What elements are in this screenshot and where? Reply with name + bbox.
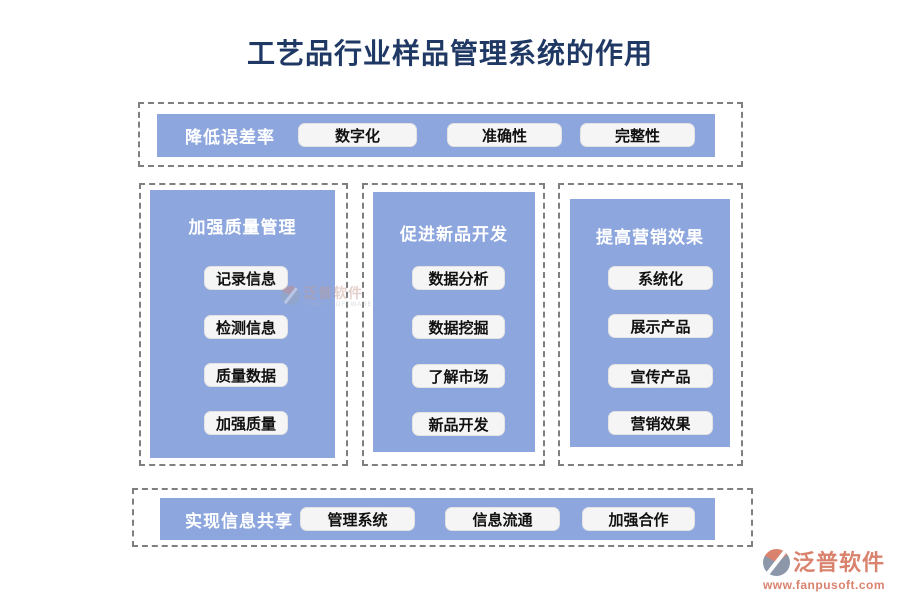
bottom-band: 实现信息共享 管理系统 信息流通 加强合作 (160, 498, 715, 540)
top-band-item: 准确性 (447, 123, 562, 147)
bottom-band-item: 加强合作 (582, 507, 695, 531)
panel-item: 检测信息 (204, 315, 288, 339)
bottom-band-label: 实现信息共享 (185, 511, 293, 531)
fanpu-logo-url: www.fanpusoft.com (762, 578, 886, 592)
fanpu-logo-name: 泛普软件 (792, 549, 885, 575)
panel-item: 系统化 (608, 266, 713, 290)
panel-item: 了解市场 (412, 364, 505, 388)
bottom-band-item: 管理系统 (300, 507, 415, 531)
fanpu-logo: 泛普软件 www.fanpusoft.com (753, 549, 895, 592)
panel-item: 新品开发 (412, 412, 505, 436)
panel-title: 提高营销效果 (596, 228, 704, 247)
panel-title: 加强质量管理 (188, 218, 297, 237)
panel-item: 加强质量 (204, 411, 288, 435)
column-quality-dashed-box (139, 183, 348, 466)
top-band-item: 完整性 (580, 123, 695, 147)
page-title: 工艺品行业样品管理系统的作用 (246, 38, 653, 69)
column-development-dashed-box (362, 183, 545, 466)
panel-item: 展示产品 (608, 314, 713, 338)
top-band-label: 降低误差率 (185, 128, 275, 147)
panel-item: 宣传产品 (608, 364, 713, 388)
panel-marketing: 提高营销效果 系统化 展示产品 宣传产品 营销效果 (570, 199, 730, 447)
top-dashed-box (138, 102, 743, 167)
panel-title: 促进新品开发 (400, 225, 508, 244)
top-band: 降低误差率 数字化 准确性 完整性 (157, 114, 715, 157)
column-marketing-dashed-box (558, 183, 743, 466)
panel-item: 质量数据 (204, 363, 288, 387)
panel-item: 数据分析 (412, 266, 505, 290)
bottom-dashed-box (132, 488, 753, 547)
panel-item: 数据挖掘 (412, 315, 505, 339)
panel-development: 促进新品开发 数据分析 数据挖掘 了解市场 新品开发 (373, 192, 535, 452)
panel-quality: 加强质量管理 记录信息 检测信息 质量数据 加强质量 (150, 190, 335, 458)
top-band-item: 数字化 (298, 123, 417, 147)
panel-item: 记录信息 (204, 266, 288, 290)
fanpu-logo-icon (762, 549, 790, 576)
panel-item: 营销效果 (608, 411, 713, 435)
bottom-band-item: 信息流通 (445, 507, 560, 531)
